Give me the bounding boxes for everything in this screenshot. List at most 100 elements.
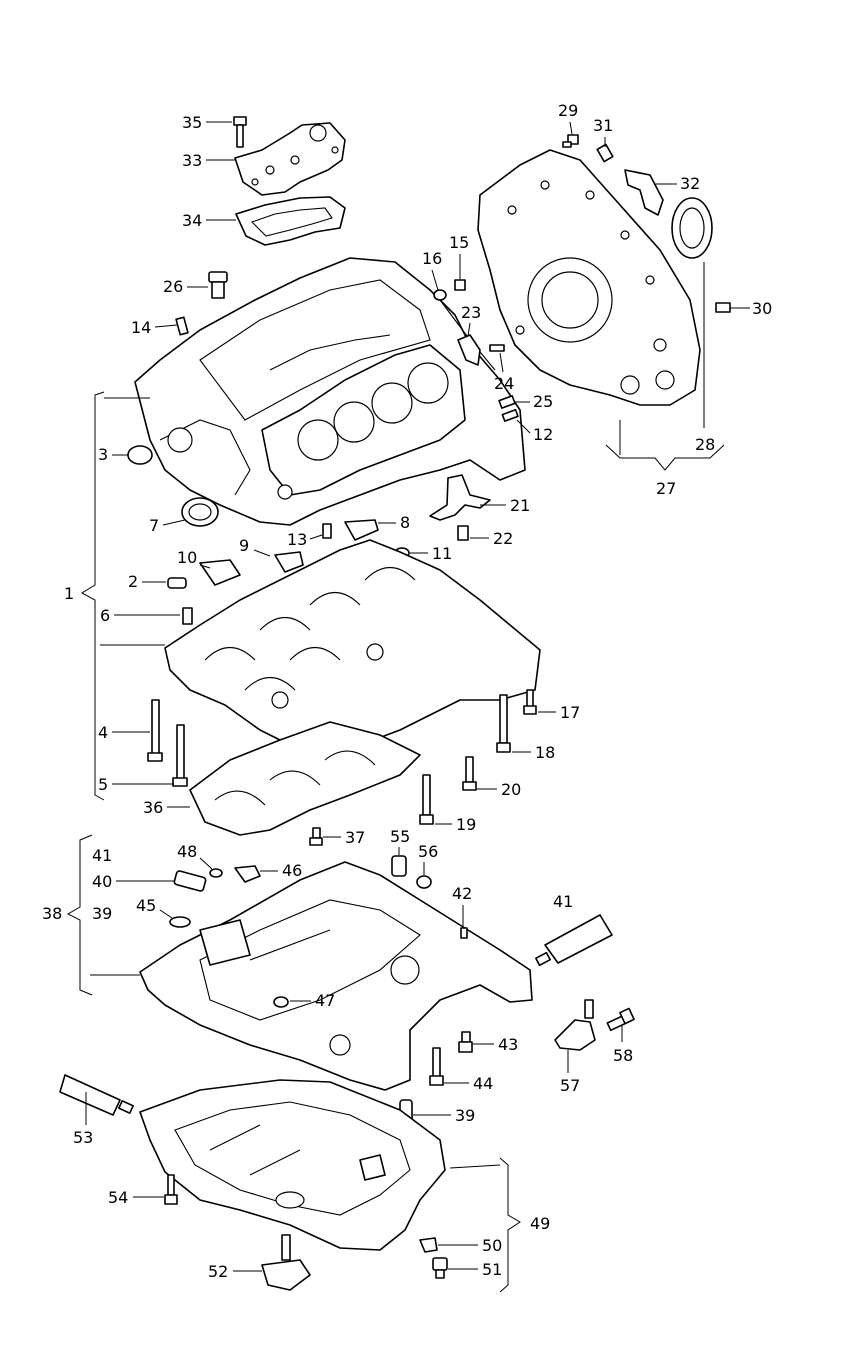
pin-part-12 [501,408,519,422]
callout-28: 28 [695,435,715,454]
oil-pump-cover-part-33 [234,122,346,196]
bolt-part-4 [147,699,163,762]
callout-50: 50 [438,1236,502,1255]
svg-text:42: 42 [452,884,472,903]
callout-32: 32 [655,174,700,193]
callout-30: 30 [730,299,772,318]
svg-text:52: 52 [208,1262,228,1281]
svg-text:41: 41 [553,892,573,911]
bracket-part-1 [80,391,105,801]
callout-15: 15 [449,233,469,279]
callout-46: 46 [260,861,302,880]
gasket-part-46 [234,865,261,883]
callout-49: 49 [530,1214,550,1233]
sensor-part-57 [554,999,596,1051]
svg-text:56: 56 [418,842,438,861]
svg-text:10: 10 [177,548,197,567]
plug-part-55 [391,855,407,877]
svg-text:30: 30 [752,299,772,318]
svg-text:50: 50 [482,1236,502,1255]
callout-6: 6 [100,606,180,625]
callout-56: 56 [418,842,438,875]
svg-text:1: 1 [64,584,74,603]
callout-29: 29 [558,101,578,135]
callout-36: 36 [143,798,190,817]
oil-spray-part-21 [429,474,491,521]
bolt-part-17 [523,689,537,715]
callout-labels: 35 33 34 26 14 3 7 16 15 23 24 25 12 29 … [42,101,772,1281]
svg-text:44: 44 [473,1074,493,1093]
svg-text:35: 35 [182,113,202,132]
callout-14: 14 [131,318,178,337]
bolt-part-31 [596,143,614,163]
callout-45: 45 [136,896,173,919]
callout-31: 31 [593,116,613,147]
timing-cover-part-27 [477,149,701,406]
sealant-tube-part-53 [59,1074,134,1116]
callout-5: 5 [98,775,174,794]
svg-text:53: 53 [73,1128,93,1147]
baffle-part-36 [189,721,421,836]
svg-text:28: 28 [695,435,715,454]
clip-part-32 [624,169,664,216]
callout-34: 34 [182,211,236,230]
svg-text:5: 5 [98,775,108,794]
svg-text:41: 41 [92,846,112,865]
callout-19: 19 [435,815,476,834]
svg-text:3: 3 [98,445,108,464]
callout-26: 26 [163,277,208,296]
gasket-part-8 [344,519,379,541]
callout-41b: 41 [553,892,573,911]
callout-41a: 41 [92,846,112,865]
callout-38: 38 [42,904,62,923]
bolt-part-35 [233,116,247,148]
callout-3: 3 [98,445,128,464]
o-ring-part-45 [169,916,191,928]
callout-17: 17 [538,703,580,722]
o-ring-part-48 [209,868,223,878]
svg-text:12: 12 [533,425,553,444]
svg-text:27: 27 [656,479,676,498]
seal-part-47 [273,996,289,1008]
callout-1: 1 [64,584,74,603]
svg-text:37: 37 [345,828,365,847]
svg-text:11: 11 [432,544,452,563]
bolt-part-44 [429,1047,444,1086]
svg-text:9: 9 [239,536,249,555]
bolt-part-18 [496,694,511,753]
bolt-part-43 [458,1031,473,1053]
svg-text:47: 47 [315,991,335,1010]
callout-22: 22 [470,529,513,548]
pipe-part-40 [173,870,207,892]
svg-text:36: 36 [143,798,163,817]
callout-54: 54 [108,1188,164,1207]
svg-text:46: 46 [282,861,302,880]
svg-text:4: 4 [98,723,108,742]
bracket-part-27 [605,444,725,471]
callout-20: 20 [477,780,521,799]
svg-text:22: 22 [493,529,513,548]
cylinder-block [134,257,526,526]
svg-text:17: 17 [560,703,580,722]
plug-part-26 [208,271,228,299]
svg-text:26: 26 [163,277,183,296]
callout-43: 43 [473,1035,518,1054]
seal-part-56 [416,875,432,889]
callout-25: 25 [515,392,553,411]
svg-text:39: 39 [455,1106,475,1125]
bolt-part-58 [606,1007,635,1032]
drain-plug-part-51 [432,1257,448,1279]
callout-47: 47 [290,991,335,1010]
bracket-part-38 [66,834,93,996]
svg-text:55: 55 [390,827,410,846]
bolt-part-5 [172,724,188,787]
washer-part-16 [433,289,447,301]
clip-part-50 [419,1237,438,1253]
leader-49-a [449,1164,501,1169]
bolt-part-19 [419,774,434,825]
svg-text:19: 19 [456,815,476,834]
callout-52: 52 [208,1262,262,1281]
callout-11: 11 [410,544,452,563]
oil-level-sensor-part-52 [261,1234,311,1291]
svg-text:45: 45 [136,896,156,915]
